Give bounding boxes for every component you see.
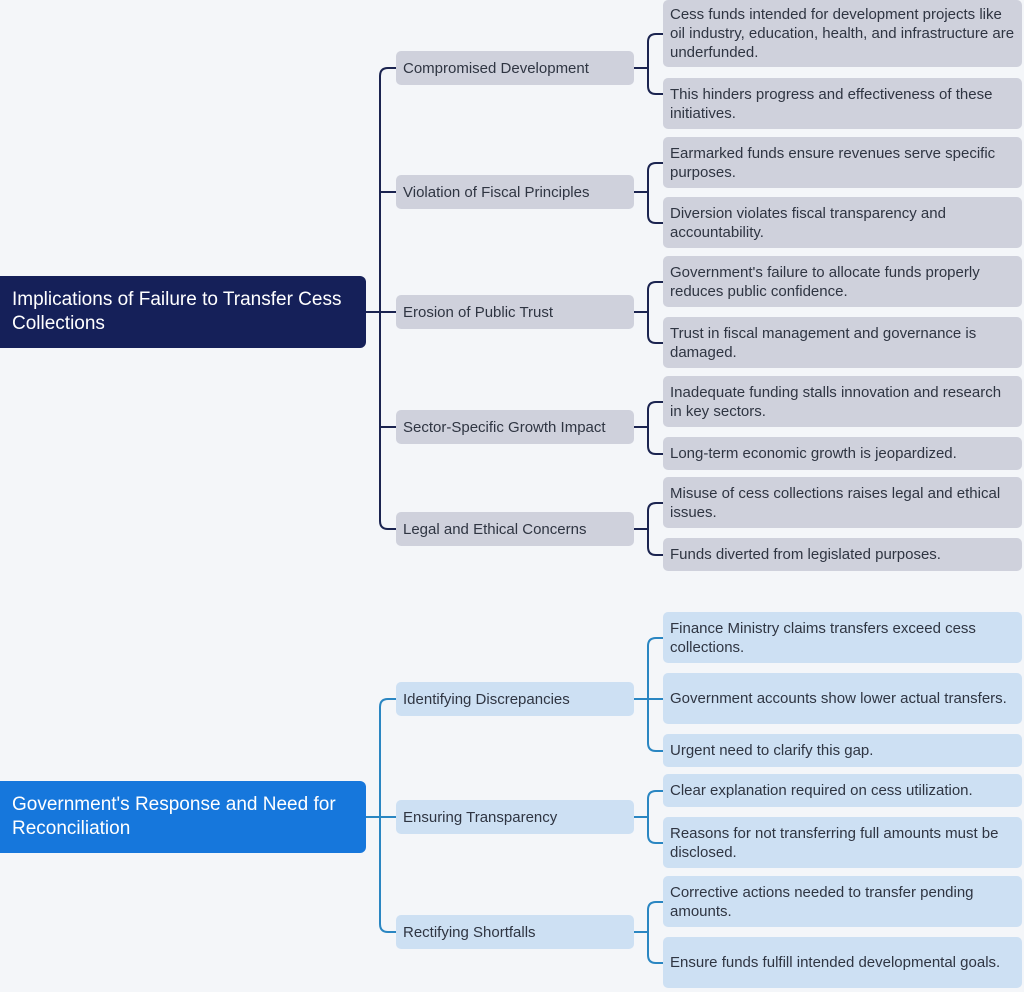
leaf-text: Earmarked funds ensure revenues serve sp… [670,144,996,181]
leaf-node[interactable]: Reasons for not transferring full amount… [663,817,1022,868]
connector-path [634,790,664,844]
branch-label: Ensuring Transparency [403,808,558,826]
root-node-government-response[interactable]: Government's Response and Need for Recon… [0,781,366,853]
leaf-node[interactable]: Inadequate funding stalls innovation and… [663,376,1022,427]
leaf-text: Long-term economic growth is jeopardized… [670,445,957,462]
connector-path [634,281,664,344]
branch-label: Rectifying Shortfalls [403,923,536,941]
leaf-text: Government accounts show lower actual tr… [670,690,1007,707]
root-title: Implications of Failure to Transfer Cess… [12,289,342,334]
branch-identifying-discrepancies[interactable]: Identifying Discrepancies [396,682,634,716]
leaf-node[interactable]: Cess funds intended for development proj… [663,0,1022,67]
leaf-node[interactable]: This hinders progress and effectiveness … [663,78,1022,129]
branch-legal-ethical-concerns[interactable]: Legal and Ethical Concerns [396,512,634,546]
leaf-node[interactable]: Misuse of cess collections raises legal … [663,477,1022,528]
leaf-text: Diversion violates fiscal transparency a… [670,204,946,241]
leaf-text: Ensure funds fulfill intended developmen… [670,954,1001,971]
leaf-text: Clear explanation required on cess utili… [670,782,973,799]
leaf-text: Funds diverted from legislated purposes. [670,546,941,563]
root-title: Government's Response and Need for Recon… [12,794,336,839]
branch-label: Compromised Development [403,59,589,77]
connector-path [634,901,664,964]
branch-ensuring-transparency[interactable]: Ensuring Transparency [396,800,634,834]
leaf-text: Misuse of cess collections raises legal … [670,484,1001,521]
branch-label: Legal and Ethical Concerns [403,520,587,538]
leaf-node[interactable]: Long-term economic growth is jeopardized… [663,437,1022,470]
connector-path [634,502,664,556]
leaf-text: Corrective actions needed to transfer pe… [670,883,974,920]
leaf-node[interactable]: Earmarked funds ensure revenues serve sp… [663,137,1022,188]
branch-compromised-development[interactable]: Compromised Development [396,51,634,85]
leaf-text: Inadequate funding stalls innovation and… [670,383,1002,420]
leaf-node[interactable]: Diversion violates fiscal transparency a… [663,197,1022,248]
connector-path [634,401,664,455]
leaf-text: Trust in fiscal management and governanc… [670,324,977,361]
branch-sector-growth-impact[interactable]: Sector-Specific Growth Impact [396,410,634,444]
leaf-node[interactable]: Finance Ministry claims transfers exceed… [663,612,1022,663]
leaf-node[interactable]: Funds diverted from legislated purposes. [663,538,1022,571]
branch-label: Erosion of Public Trust [403,303,554,321]
leaf-node[interactable]: Government accounts show lower actual tr… [663,673,1022,724]
leaf-node[interactable]: Ensure funds fulfill intended developmen… [663,937,1022,988]
branch-label: Identifying Discrepancies [403,690,570,708]
leaf-text: Finance Ministry claims transfers exceed… [670,619,976,656]
connector-path [634,637,664,752]
root-node-implications[interactable]: Implications of Failure to Transfer Cess… [0,276,366,348]
leaf-node[interactable]: Trust in fiscal management and governanc… [663,317,1022,368]
leaf-text: Government's failure to allocate funds p… [670,263,980,300]
leaf-node[interactable]: Government's failure to allocate funds p… [663,256,1022,307]
leaf-text: Cess funds intended for development proj… [670,6,1015,61]
leaf-node[interactable]: Clear explanation required on cess utili… [663,774,1022,807]
branch-violation-fiscal-principles[interactable]: Violation of Fiscal Principles [396,175,634,209]
branch-erosion-public-trust[interactable]: Erosion of Public Trust [396,295,634,329]
leaf-node[interactable]: Corrective actions needed to transfer pe… [663,876,1022,927]
connector-path [366,698,396,933]
connector-path [634,162,664,224]
leaf-text: Reasons for not transferring full amount… [670,824,999,861]
leaf-text: Urgent need to clarify this gap. [670,742,874,759]
connector-path [634,33,664,95]
branch-label: Violation of Fiscal Principles [403,183,590,201]
connector-path [366,67,396,530]
branch-label: Sector-Specific Growth Impact [403,418,606,436]
branch-rectifying-shortfalls[interactable]: Rectifying Shortfalls [396,915,634,949]
leaf-text: This hinders progress and effectiveness … [670,85,993,122]
leaf-node[interactable]: Urgent need to clarify this gap. [663,734,1022,767]
